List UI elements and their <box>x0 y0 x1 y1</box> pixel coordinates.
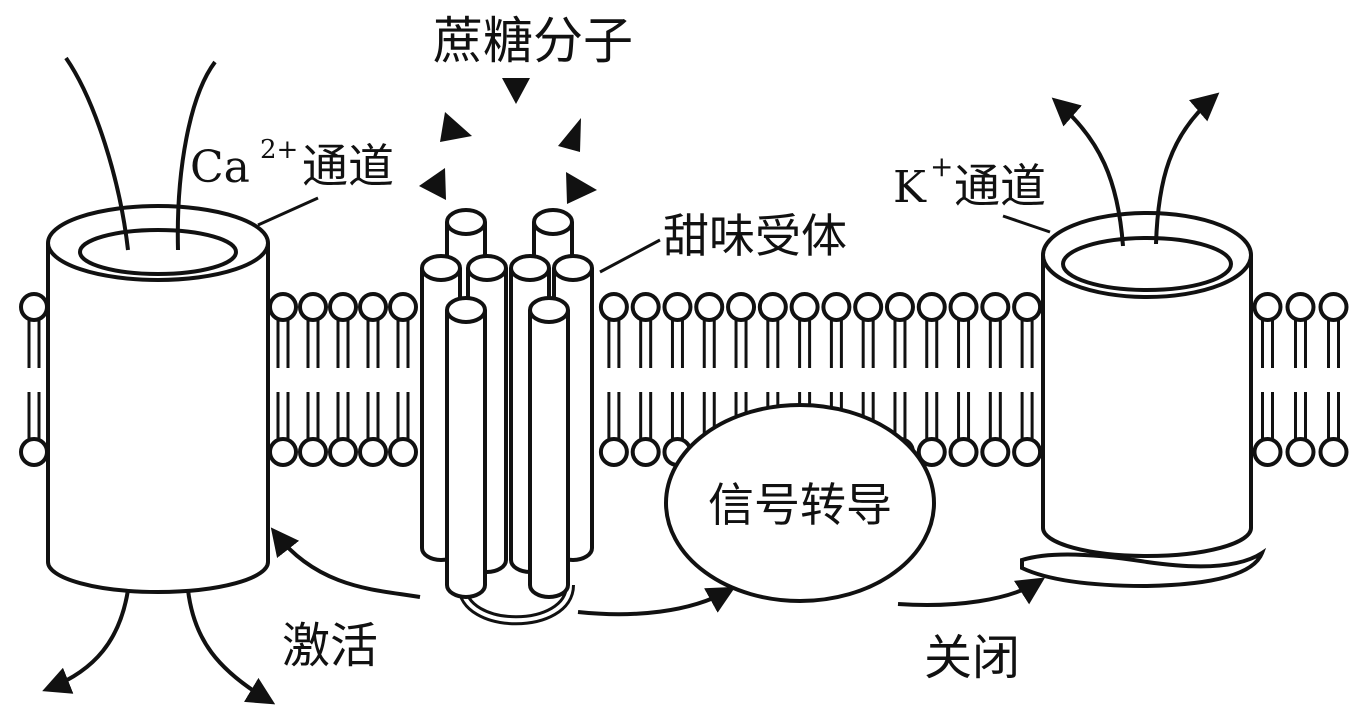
sucrose-molecule <box>558 118 581 152</box>
lipid-molecule <box>598 292 629 467</box>
lipid-molecule <box>1012 292 1043 467</box>
k-ion-name: K <box>893 162 927 213</box>
lipid-molecule <box>1318 292 1349 467</box>
sucrose-molecule <box>502 78 530 104</box>
k-ion-charge: + <box>930 150 953 183</box>
lipid-molecule <box>268 292 298 467</box>
activate-arrow <box>270 527 421 599</box>
lipid-molecule <box>980 292 1011 467</box>
sucrose-molecule <box>440 112 472 142</box>
ca-ion-charge: 2+ <box>260 135 298 165</box>
lipid-molecule <box>328 292 358 467</box>
lipid-molecule <box>630 292 661 467</box>
ca-channel <box>42 56 319 705</box>
sucrose-molecule <box>566 172 597 204</box>
ca-channel-label: Ca 2+ 通道 <box>190 135 394 193</box>
process-arrows <box>270 527 1046 617</box>
signal-arrow <box>577 586 736 617</box>
lipid-molecule <box>388 292 418 467</box>
sucrose-molecules <box>419 78 597 204</box>
sucrose-label: 蔗糖分子 <box>433 12 633 70</box>
receptor-helix <box>445 296 487 599</box>
lipid-molecule <box>948 292 979 467</box>
k-channel <box>1002 92 1267 589</box>
lipid-molecule <box>358 292 388 467</box>
sucrose-molecule <box>419 168 446 200</box>
receptor-helix <box>528 296 570 599</box>
lipid-molecule <box>662 292 693 467</box>
close-arrow <box>897 577 1046 608</box>
lipid-molecule <box>1285 292 1316 467</box>
lipid-molecule <box>298 292 328 467</box>
ca-channel-suffix: 通道 <box>302 139 394 193</box>
signal-label: 信号转导 <box>708 478 892 532</box>
lipid-molecule <box>916 292 947 467</box>
ca-ion-name: Ca <box>190 142 250 193</box>
sweet-receptor <box>420 208 661 626</box>
receptor-label: 甜味受体 <box>663 209 847 263</box>
signal-transduction-node <box>664 403 936 603</box>
close-label: 关闭 <box>924 630 1020 686</box>
k-channel-suffix: 通道 <box>954 159 1046 213</box>
k-channel-label: K + 通道 <box>893 150 1046 213</box>
lipid-molecule <box>19 292 49 467</box>
activate-label: 激活 <box>282 618 378 674</box>
lipid-molecule <box>1252 292 1283 467</box>
